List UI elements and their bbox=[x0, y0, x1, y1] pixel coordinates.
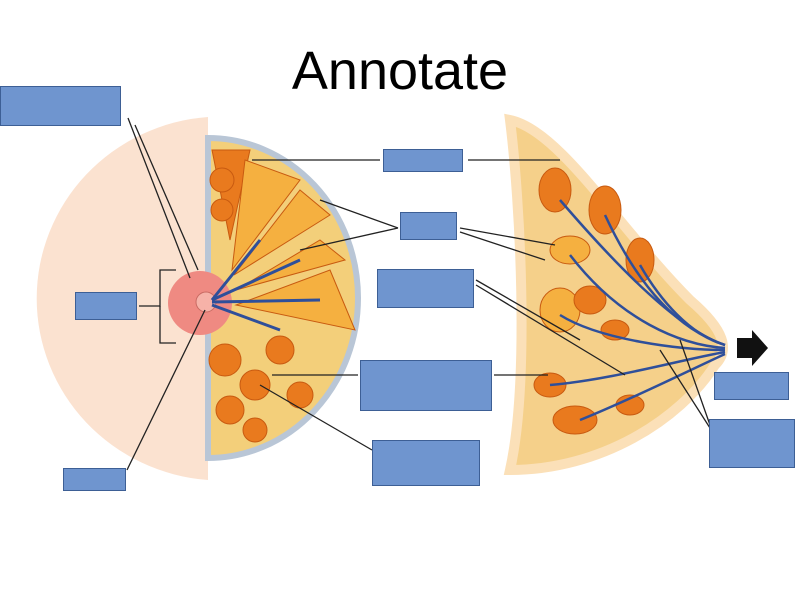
ducts-side bbox=[549, 199, 726, 422]
leader-lines bbox=[126, 117, 711, 471]
label-box-1[interactable] bbox=[0, 86, 121, 126]
label-box-6[interactable] bbox=[360, 360, 492, 411]
label-box-7[interactable] bbox=[372, 440, 480, 486]
label-box-4[interactable] bbox=[377, 269, 474, 308]
slide-title: Annotate bbox=[291, 41, 509, 101]
label-box-8[interactable] bbox=[63, 468, 126, 491]
label-box-5[interactable] bbox=[75, 292, 137, 320]
label-box-9[interactable] bbox=[714, 372, 789, 400]
milk-flow-arrow bbox=[737, 330, 768, 366]
ducts-front bbox=[210, 239, 321, 332]
breast-side-profile bbox=[503, 113, 728, 476]
label-box-10[interactable] bbox=[709, 419, 795, 468]
label-box-2[interactable] bbox=[383, 149, 463, 172]
label-box-3[interactable] bbox=[400, 212, 457, 240]
